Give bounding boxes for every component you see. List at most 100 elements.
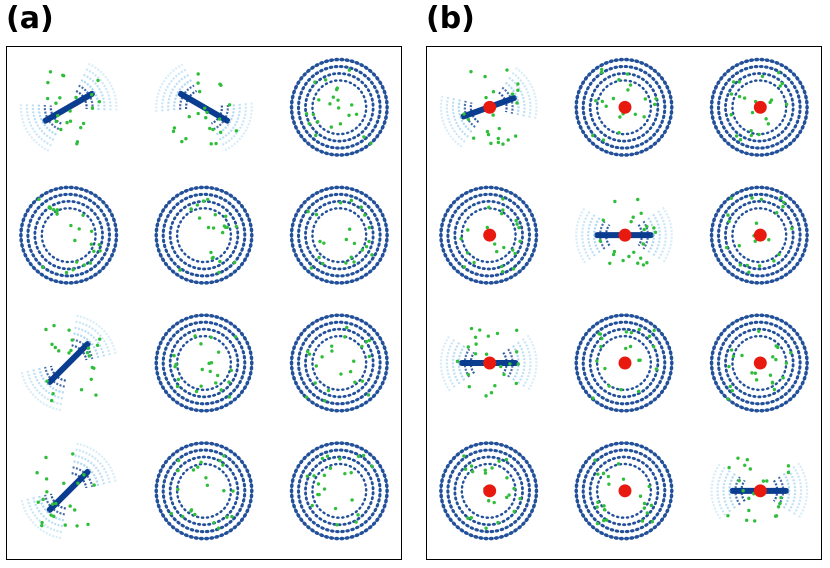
scatter-point (79, 125, 83, 130)
ring-dot (659, 133, 665, 139)
scatter-point (652, 102, 657, 107)
ring-dot (524, 261, 529, 267)
ring-dot (40, 202, 45, 207)
ring-dot (730, 330, 735, 334)
ring-dot (476, 201, 481, 205)
ring-dot (34, 257, 38, 262)
ring-dot (329, 336, 333, 339)
scatter-point (209, 335, 213, 339)
ring-dot (440, 242, 444, 248)
ring-dot (314, 208, 319, 213)
scatter-point (621, 477, 626, 481)
ring-dot (337, 395, 342, 399)
ring-dot (791, 393, 797, 399)
ring-dot (791, 230, 795, 235)
lobe-arc (173, 79, 193, 111)
scatter-point (216, 350, 221, 354)
ring-dot (336, 132, 340, 136)
ring-dot (177, 352, 180, 357)
ring-dot (660, 503, 664, 508)
ring-dot (595, 457, 600, 462)
ring-dot (787, 269, 793, 274)
ring-dot (161, 257, 166, 263)
ring-dot (183, 508, 187, 512)
ring-dot (380, 508, 385, 514)
scatter-point (82, 473, 86, 477)
scatter-point (774, 357, 778, 362)
ring-dot (624, 408, 630, 413)
ring-dot (161, 463, 166, 469)
ring-dot (183, 261, 187, 265)
ring-dot (511, 222, 515, 227)
ring-dot (655, 112, 659, 117)
ring-dot (652, 525, 658, 530)
ring-dot (358, 506, 362, 510)
ring-dot (315, 248, 319, 252)
ring-dot (304, 496, 308, 501)
lobe-arc (74, 326, 106, 358)
ring-dot (349, 322, 354, 326)
scatter-point (364, 339, 369, 344)
ring-dot (592, 472, 597, 477)
ring-dot (89, 208, 94, 213)
ring-dot (734, 327, 740, 331)
ring-dot (618, 536, 624, 541)
ring-dot (218, 451, 223, 456)
ring-dot (243, 360, 247, 365)
ring-dot (198, 408, 204, 413)
ring-dot (772, 263, 777, 268)
ring-dot (651, 505, 656, 510)
ring-dot (361, 374, 365, 378)
scatter-point (92, 249, 96, 253)
ring-dot (590, 93, 595, 98)
ring-dot (661, 477, 666, 483)
ring-dot (315, 376, 319, 380)
ring-dot (636, 136, 641, 140)
ring-dot (163, 261, 169, 267)
ring-dot (486, 199, 491, 203)
ring-dot (189, 400, 195, 404)
scatter-point (737, 80, 741, 84)
ring-dot (183, 316, 189, 321)
ring-dot (314, 531, 320, 536)
scatter-point (776, 505, 781, 509)
ring-dot (603, 124, 607, 128)
ring-dot (349, 442, 355, 447)
ring-dot (784, 99, 787, 104)
scatter-point (753, 371, 758, 375)
ring-dot (362, 201, 367, 206)
ring-dot (169, 240, 173, 245)
ring-dot (378, 513, 383, 518)
ring-dot (320, 468, 324, 472)
ring-dot (166, 213, 170, 219)
ring-dot (73, 193, 78, 197)
ring-dot (204, 185, 210, 190)
ring-dot (292, 247, 296, 253)
ring-dot (169, 368, 173, 373)
scatter-point (361, 453, 366, 458)
ring-dot (662, 354, 667, 360)
ring-dot (749, 208, 753, 211)
ring-dot (202, 267, 207, 271)
ring-dot (448, 517, 453, 523)
ring-dot (217, 467, 221, 471)
ring-dot (179, 258, 183, 262)
scatter-point (52, 323, 56, 328)
ring-dot (512, 497, 516, 502)
ring-dot (731, 106, 734, 111)
ring-dot (714, 252, 718, 258)
scatter-point (779, 195, 783, 200)
ring-dot (342, 522, 347, 526)
ring-dot (237, 468, 242, 473)
lobe-arc (722, 469, 732, 513)
ring-dot (802, 120, 807, 126)
ring-dot (23, 252, 28, 258)
ring-dot (318, 380, 322, 384)
ring-dot (578, 508, 583, 514)
panel-b (426, 46, 822, 560)
scatter-point (180, 139, 184, 144)
scatter-point (484, 394, 488, 398)
scatter-point (75, 260, 79, 264)
ring-dot (60, 259, 65, 263)
lobe-arc (716, 465, 727, 516)
